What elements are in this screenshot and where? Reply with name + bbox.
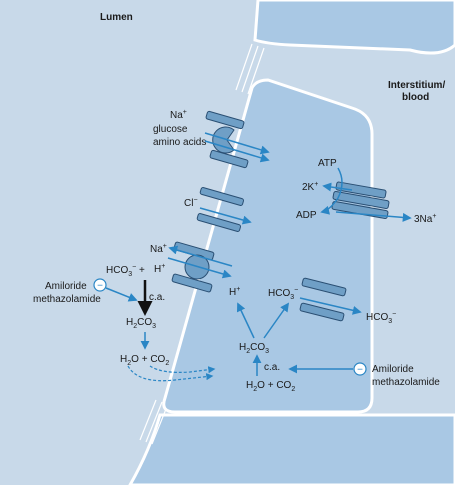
symport-amino-acids-label: amino acids xyxy=(153,137,206,148)
symport-na-label: Na+ xyxy=(170,109,187,121)
upper-adjacent-cell xyxy=(253,0,455,55)
lumen-label: Lumen xyxy=(100,12,133,23)
lower-adjacent-cell xyxy=(128,413,455,485)
adp-label: ADP xyxy=(296,210,317,221)
interstitium-label: Interstitium/ xyxy=(388,80,445,91)
h2co3-to-hco3-arrow xyxy=(263,302,290,339)
na-k-atpase xyxy=(331,181,390,219)
hco3-lumen-label: HCO3− + xyxy=(106,264,145,278)
inhibitor-cell-icon xyxy=(353,362,367,376)
ca-cell-label: c.a. xyxy=(264,362,280,373)
atp-label: ATP xyxy=(318,158,337,169)
sodium-out-arrow xyxy=(335,211,412,222)
na-glucose-symporter xyxy=(205,110,249,169)
ca-lumen-label: c.a. xyxy=(149,292,165,303)
chloride-label: Cl− xyxy=(184,197,198,209)
symport-arrow-2 xyxy=(204,140,270,163)
hco3-cell-label: HCO3− xyxy=(268,287,298,301)
h-cell-label: H+ xyxy=(229,286,240,298)
sodium-out-label: 3Na+ xyxy=(414,213,436,225)
hco3-blood-label: HCO3− xyxy=(366,311,396,325)
atp-to-adp-arrow xyxy=(320,167,343,215)
exchanger-na-label: Na+ xyxy=(150,243,167,255)
methazolamide-right-label: methazolamide xyxy=(372,377,440,388)
exchanger-h-label: H+ xyxy=(154,263,165,275)
na-h-exchanger xyxy=(171,241,215,293)
amiloride-right-label: Amiloride xyxy=(372,364,414,375)
blood-label: blood xyxy=(402,92,429,103)
symport-glucose-label: glucose xyxy=(153,124,188,135)
amiloride-left-label: Amiloride xyxy=(45,281,87,292)
methazolamide-left-label: methazolamide xyxy=(33,294,101,305)
h-exit-arrow xyxy=(168,245,233,267)
h2o-co2-lumen-label: H2O + CO2 xyxy=(120,354,169,367)
diffusion-arrow-1 xyxy=(127,365,214,382)
diffusion-arrow-2 xyxy=(149,365,216,374)
symport-arrow-1 xyxy=(204,132,270,155)
hco3-exit-arrow xyxy=(299,297,362,315)
inhibitor-lumen-icon xyxy=(93,278,107,292)
h2co3-to-h-arrow xyxy=(236,302,255,339)
na-entry-arrow xyxy=(167,257,232,279)
inhibitor-lumen-arrow xyxy=(105,287,138,302)
chloride-channel xyxy=(196,187,245,232)
chloride-arrow xyxy=(199,207,252,225)
tight-junction-top xyxy=(235,43,265,95)
h2o-co2-cell-label: H2O + CO2 xyxy=(246,380,295,393)
inhibitor-lumen-symbol: − xyxy=(97,281,103,292)
epithelial-cell xyxy=(162,78,374,414)
inhibitor-cell-symbol: − xyxy=(357,365,363,376)
potassium-in-arrow xyxy=(322,182,353,192)
bicarbonate-transporter xyxy=(299,277,347,322)
